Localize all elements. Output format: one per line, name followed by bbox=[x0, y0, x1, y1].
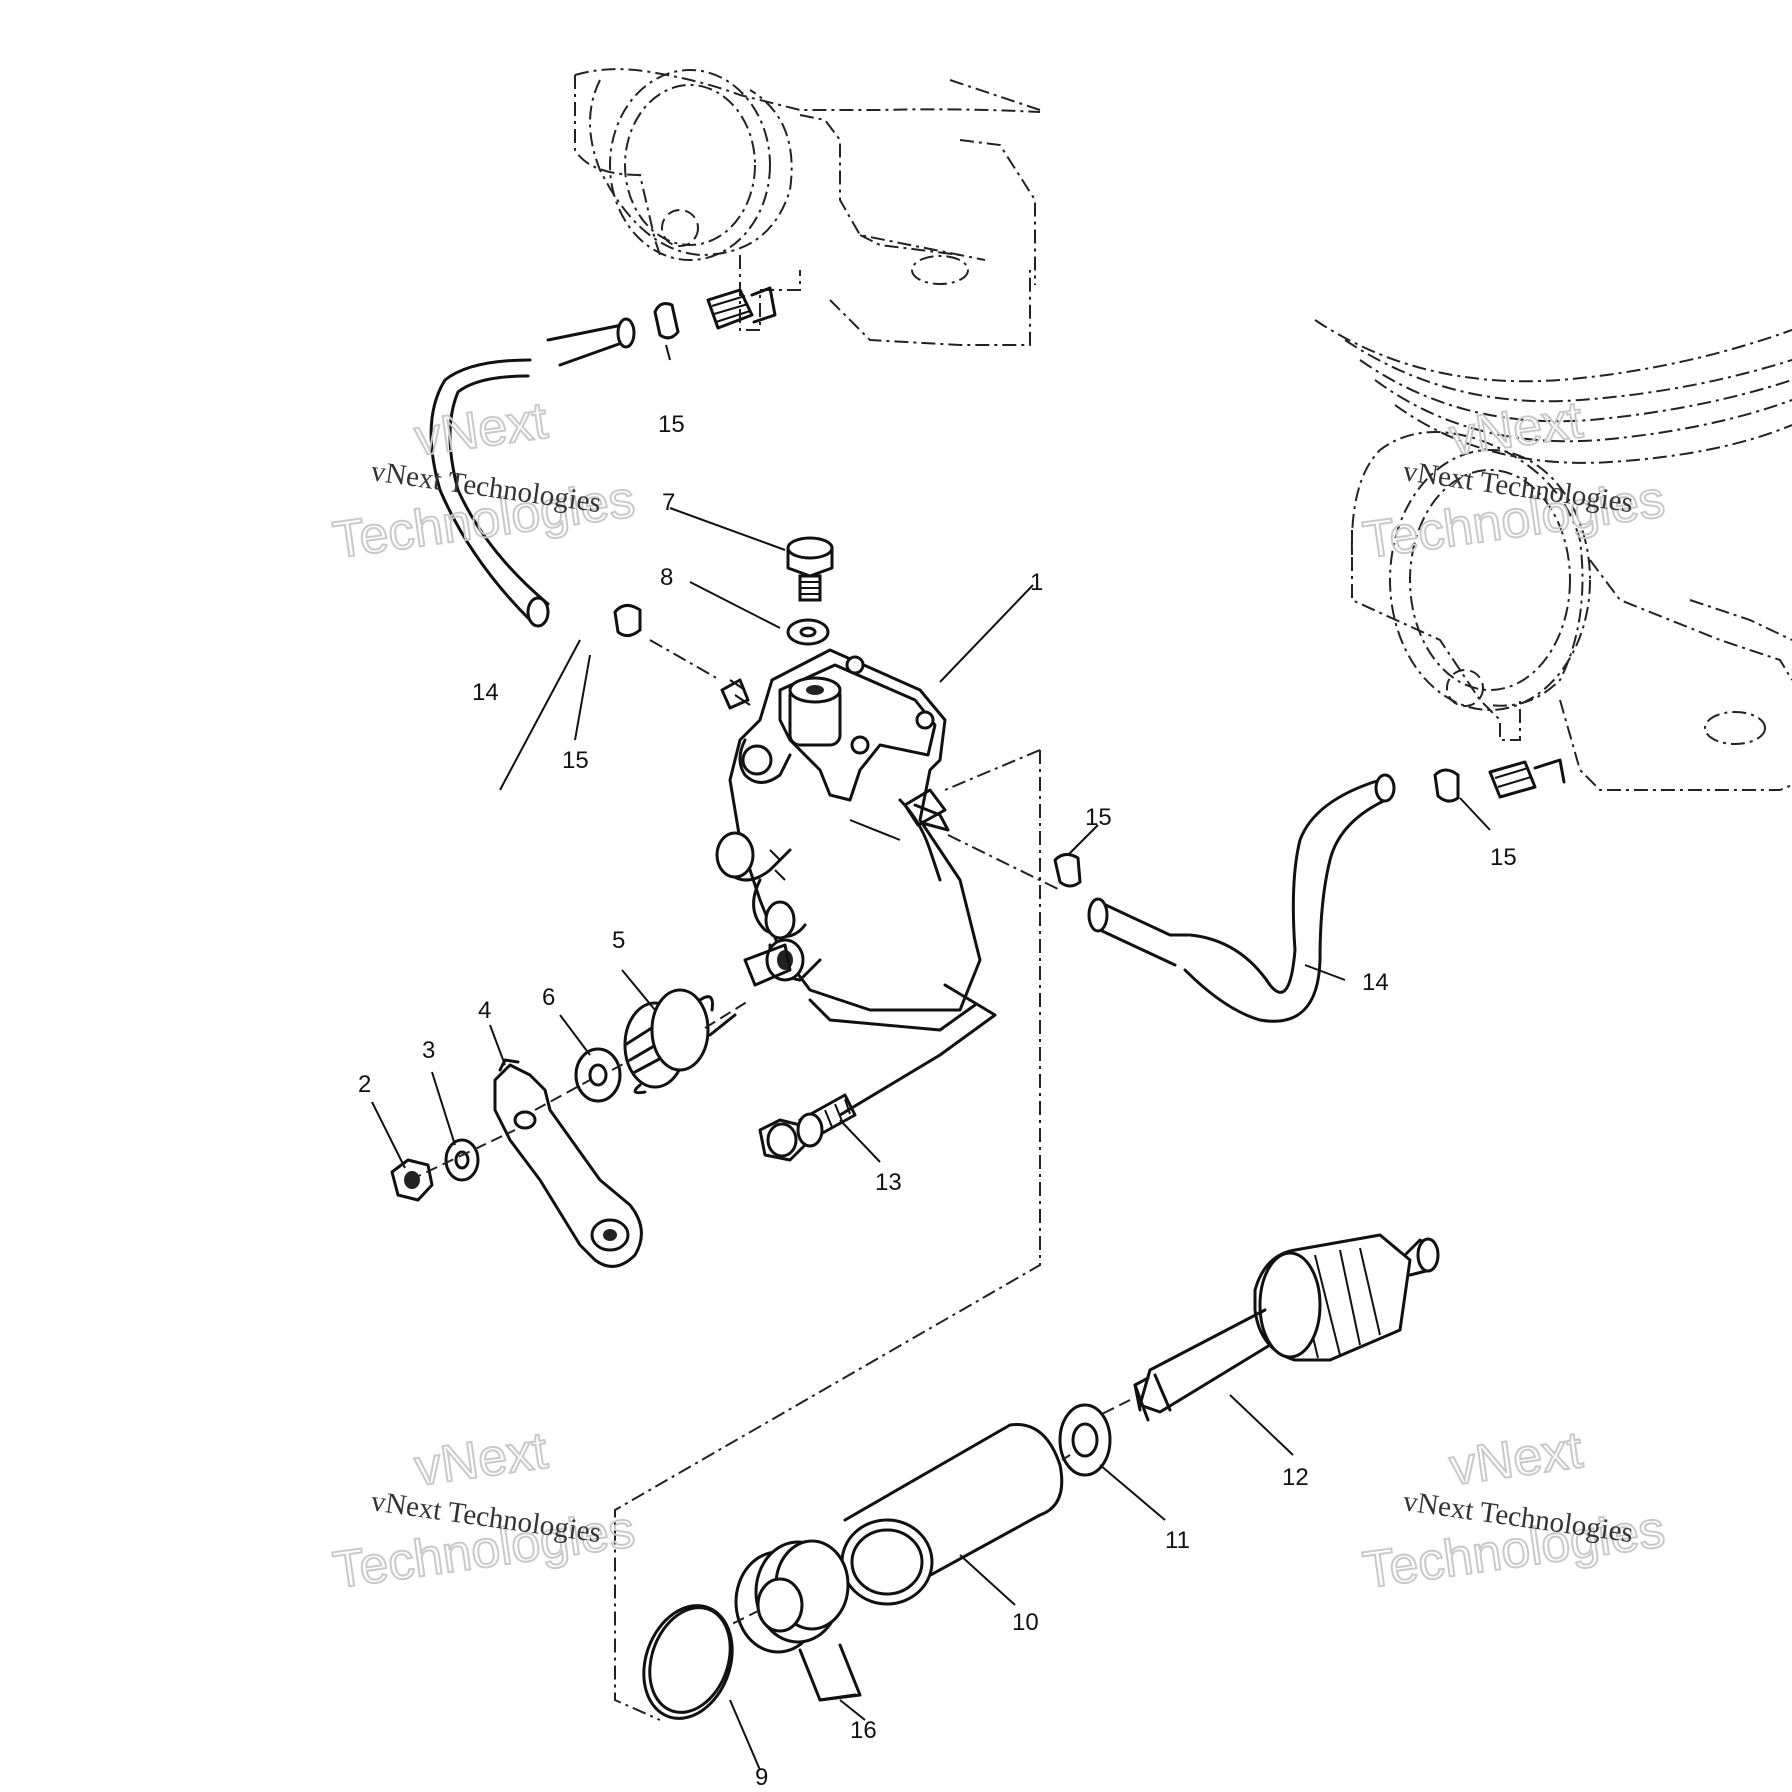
linkage-centerlines bbox=[409, 999, 751, 1181]
washer-8 bbox=[786, 618, 830, 646]
label-11: 11 bbox=[1165, 1527, 1190, 1554]
svg-text:vNext: vNext bbox=[411, 392, 551, 468]
bolt-7 bbox=[786, 536, 834, 602]
assembly-frame bbox=[614, 749, 1061, 1721]
label-14-left: 14 bbox=[472, 679, 499, 706]
hose-right bbox=[1087, 773, 1396, 1023]
label-9: 9 bbox=[755, 1764, 768, 1791]
crankcase-outline-right bbox=[1314, 319, 1792, 791]
label-16: 16 bbox=[850, 1717, 877, 1744]
svg-text:vNext: vNext bbox=[1446, 391, 1586, 467]
gear-16 bbox=[679, 1539, 862, 1702]
svg-text:vNext: vNext bbox=[411, 1422, 551, 1498]
label-14-right: 14 bbox=[1362, 969, 1389, 996]
lever-4 bbox=[493, 1058, 643, 1268]
bolt-13 bbox=[758, 1093, 857, 1162]
label-15-left: 15 bbox=[562, 747, 589, 774]
label-1: 1 bbox=[1030, 569, 1043, 596]
leader-lines bbox=[371, 344, 1491, 1771]
drive-gear-12 bbox=[1089, 1233, 1440, 1422]
pump-nipples bbox=[913, 803, 950, 832]
label-6: 6 bbox=[542, 984, 555, 1011]
label-2: 2 bbox=[358, 1071, 371, 1098]
label-8: 8 bbox=[660, 564, 673, 591]
clip-top bbox=[653, 286, 777, 340]
label-4: 4 bbox=[478, 997, 491, 1024]
label-13-bolt: 13 bbox=[875, 1169, 902, 1196]
circlip-9 bbox=[642, 1604, 734, 1720]
clip-left-lower bbox=[613, 604, 721, 681]
sleeve-10 bbox=[840, 1423, 1071, 1606]
part-labels: 1 2 3 4 5 6 7 8 9 10 11 12 13 14 14 15 1… bbox=[358, 411, 1517, 1791]
washer-11 bbox=[1058, 1403, 1112, 1477]
label-3: 3 bbox=[422, 1037, 435, 1064]
crankcase-outline-top bbox=[574, 68, 1041, 346]
oil-pump-body bbox=[715, 648, 982, 1032]
washer-6 bbox=[574, 1047, 622, 1103]
hose-left bbox=[429, 317, 636, 628]
label-12: 12 bbox=[1282, 1464, 1309, 1491]
label-15-right: 15 bbox=[1490, 844, 1517, 871]
svg-text:vNext: vNext bbox=[1446, 1421, 1586, 1497]
clip-right bbox=[1053, 758, 1566, 888]
label-15-mid: 15 bbox=[1085, 804, 1112, 831]
label-7: 7 bbox=[662, 489, 675, 516]
label-5: 5 bbox=[612, 927, 625, 954]
label-10: 10 bbox=[1012, 1609, 1039, 1636]
label-15-top: 15 bbox=[658, 411, 685, 438]
spring-5 bbox=[623, 988, 737, 1095]
